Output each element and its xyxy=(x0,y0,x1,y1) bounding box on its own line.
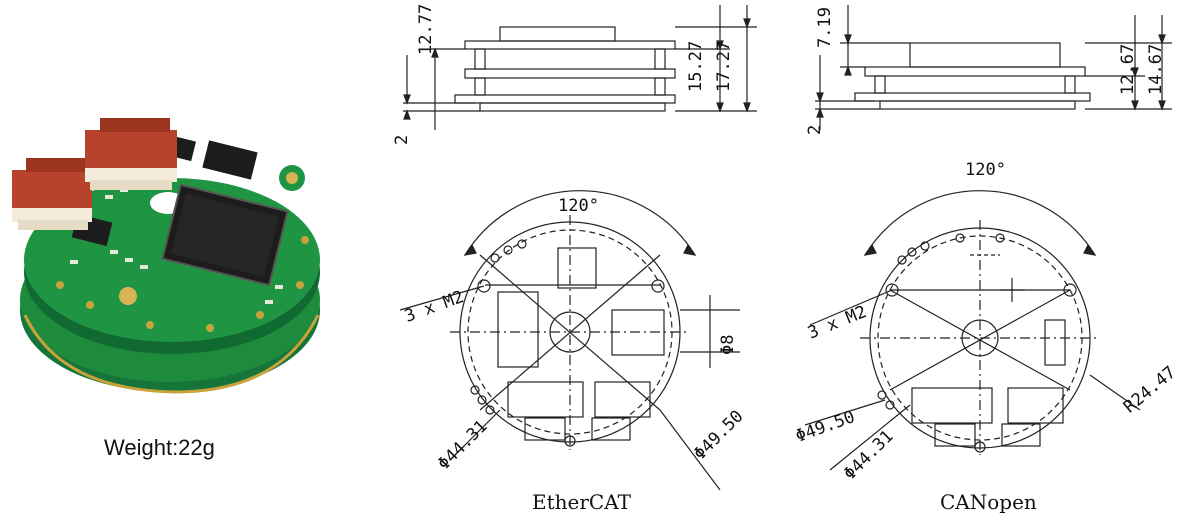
canopen-dim-top: 7.19 xyxy=(815,7,835,48)
ethercat-center: Φ8 xyxy=(718,334,738,355)
ethercat-angle: 120° xyxy=(558,196,599,216)
pcb-photo xyxy=(12,118,320,394)
ethercat-top-view xyxy=(399,190,740,491)
ethercat-dim-h1: 12.77 xyxy=(416,3,436,55)
ethercat-side-view xyxy=(403,5,757,130)
canopen-label: CANopen xyxy=(940,490,1037,514)
canopen-dim-h2: 14.67 xyxy=(1146,43,1166,95)
canopen-dim-base: 2 xyxy=(805,124,825,135)
canopen-top-view xyxy=(804,190,1141,471)
canopen-angle: 120° xyxy=(965,160,1006,180)
canopen-side-view xyxy=(815,5,1172,130)
canopen-dim-h1: 12.67 xyxy=(1118,43,1138,95)
ethercat-label: EtherCAT xyxy=(532,490,631,514)
ethercat-dim-h3: 17.27 xyxy=(714,40,734,92)
weight-caption: Weight:22g xyxy=(104,435,215,460)
ethercat-dim-h2: 15.27 xyxy=(686,40,706,92)
ethercat-dim-base: 2 xyxy=(392,134,412,145)
